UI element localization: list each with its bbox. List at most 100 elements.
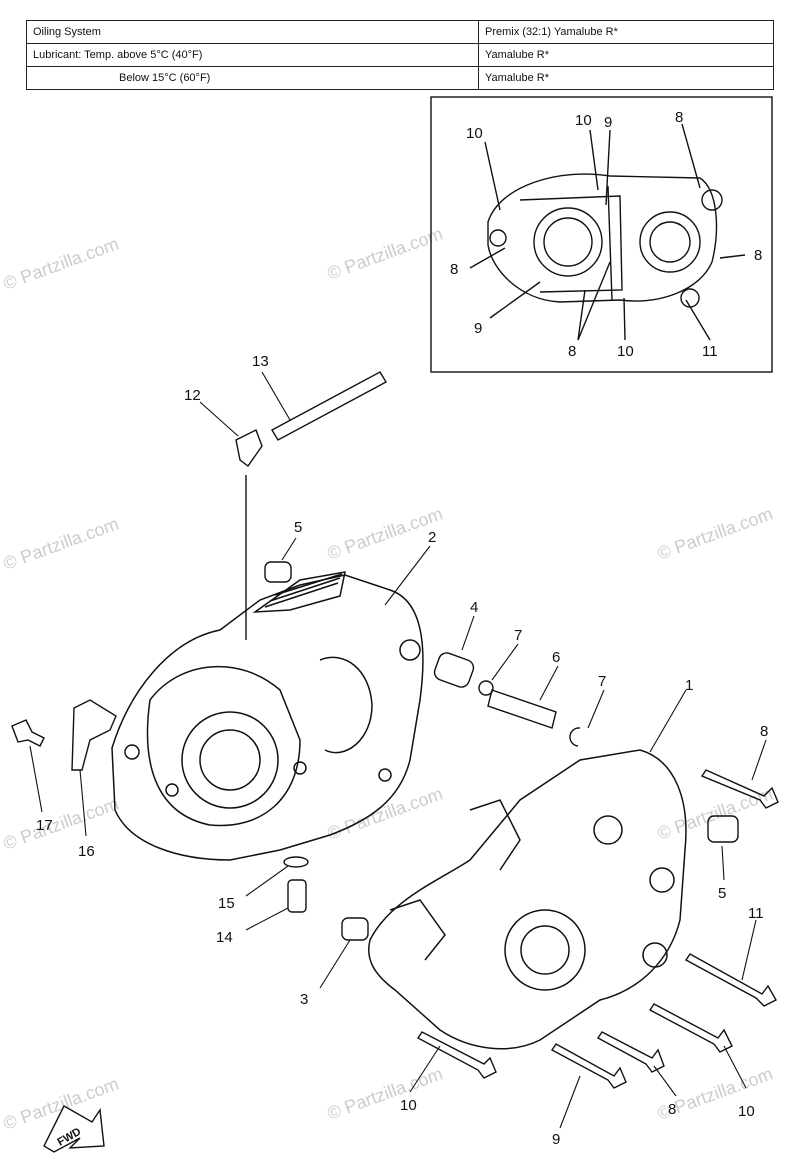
left-crank-bore-inner (199, 729, 261, 791)
crankcase-right (368, 749, 687, 1050)
inset-crankcase-outline (487, 173, 718, 303)
part-15-washer (283, 856, 309, 868)
inset-callout-10: 10 (466, 125, 483, 142)
left-case-fin-line (269, 577, 341, 602)
callout-5: 5 (294, 519, 302, 536)
callout-3: 3 (300, 991, 308, 1008)
leader-2 (384, 545, 431, 606)
spec-value: Yamalube R* (478, 66, 774, 90)
spec-value: Yamalube R* (478, 43, 774, 67)
right-crank-bore-inner (520, 925, 570, 975)
spec-value: Premix (32:1) Yamalube R* (478, 20, 774, 44)
inset-rib (607, 185, 613, 301)
part-7-oring (478, 680, 494, 696)
callout-1: 1 (685, 677, 693, 694)
right-case-bracket (469, 799, 521, 871)
watermark-main: © Partzilla.com (1, 233, 122, 293)
part-16-bracket (71, 699, 117, 771)
leader-8 (751, 739, 767, 781)
callout-8: 8 (760, 723, 768, 740)
left-case-outline (111, 574, 424, 861)
left-case-fin-line (264, 582, 339, 608)
inset-rib (519, 195, 623, 293)
inset-boss (701, 189, 723, 211)
leader-13 (261, 371, 291, 421)
part-6-shaft (487, 689, 557, 729)
leader-16 (79, 769, 87, 837)
leader-7 (491, 643, 519, 681)
inset-leader (489, 281, 541, 319)
inset-crank-bore (533, 207, 603, 277)
callout-11: 11 (748, 905, 764, 922)
spec-label: Oiling System (26, 20, 479, 44)
inset-leader (589, 129, 599, 191)
left-case-fin-line (274, 573, 343, 596)
callout-6: 6 (552, 649, 560, 666)
spec-table: Oiling System Premix (32:1) Yamalube R* … (26, 20, 774, 90)
part-9-bolt (550, 1043, 627, 1089)
leader-lines (29, 371, 767, 1129)
inset-callout-10: 10 (617, 343, 634, 360)
leader-17 (29, 745, 43, 813)
callout-15: 15 (218, 895, 235, 912)
inset-crank-bore-inner (543, 217, 593, 267)
leader-10 (409, 1045, 441, 1093)
right-crank-bore (504, 909, 586, 991)
leader-15 (245, 865, 289, 897)
leader-4 (461, 615, 475, 651)
part-7-clip (569, 727, 581, 747)
callout-7: 7 (598, 673, 606, 690)
inset-leader (469, 247, 506, 269)
inset-leader (623, 297, 626, 341)
callout-17: 17 (36, 817, 53, 834)
crankcase-left (111, 571, 424, 861)
leader-7b (587, 689, 605, 729)
callout-10: 10 (400, 1097, 417, 1114)
right-case-bracket (389, 899, 446, 961)
inset-bolt-layout (430, 96, 773, 373)
inset-boss (489, 229, 507, 247)
right-case-boss (593, 815, 623, 845)
part-10-bolt (648, 1003, 733, 1053)
inset-leader (685, 299, 711, 341)
inset-leader (605, 129, 611, 206)
inset-gear-bore (639, 211, 701, 273)
watermark: © Partzilla.com (325, 223, 446, 283)
callout-5: 5 (718, 885, 726, 902)
watermark: © Partzilla.com (325, 1063, 446, 1123)
left-case-boss (378, 768, 392, 782)
inset-callout-8: 8 (754, 247, 762, 264)
inset-callout-10: 10 (575, 112, 592, 129)
callouts: 13 12 5 2 4 7 6 7 1 8 5 11 17 16 15 14 3… (36, 353, 768, 1148)
leader-8b (653, 1065, 677, 1097)
part-17-bolt (11, 719, 45, 747)
right-case-boss (649, 867, 675, 893)
part-3-dowel (341, 917, 369, 941)
callout-7: 7 (514, 627, 522, 644)
left-case-fins (252, 571, 346, 613)
part-8-bolt-top (700, 769, 779, 809)
inset-leader (577, 261, 611, 341)
right-case-boss (642, 942, 668, 968)
inset-frame (430, 96, 773, 373)
leader-6 (539, 665, 559, 701)
left-case-rim (146, 665, 301, 827)
callout-9: 9 (552, 1131, 560, 1148)
watermark: © Partzilla.com (655, 503, 776, 563)
callout-12: 12 (184, 387, 201, 404)
watermark: © Partzilla.com (325, 783, 446, 843)
inset-boss (680, 288, 700, 308)
left-case-boss (293, 761, 307, 775)
callout-13: 13 (252, 353, 269, 370)
watermark: © Partzilla.com (1, 793, 122, 853)
left-case-boss (399, 639, 421, 661)
table-row: Below 15°C (60°F) Yamalube R* (26, 66, 774, 90)
part-11-bolt (684, 953, 777, 1007)
inset-callout-11: 11 (702, 343, 718, 360)
inset-callout-8: 8 (568, 343, 576, 360)
leader-14 (245, 907, 289, 931)
leader-5b (721, 845, 725, 881)
table-row: Oiling System Premix (32:1) Yamalube R* (26, 20, 774, 44)
left-case-web (319, 656, 373, 754)
